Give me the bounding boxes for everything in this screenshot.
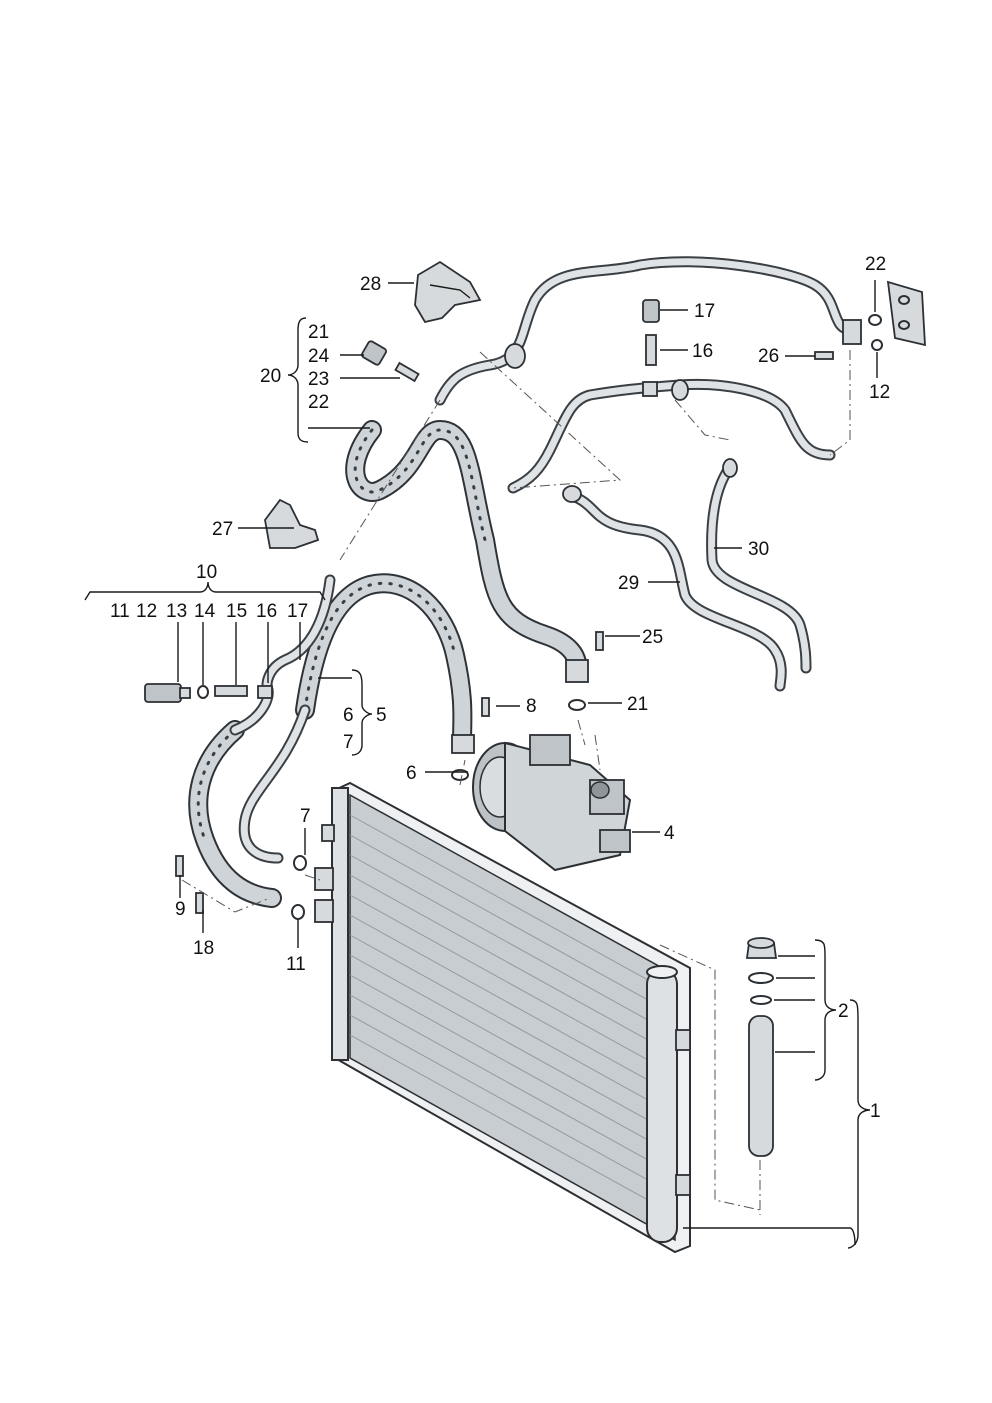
- label-14: 14: [194, 601, 216, 622]
- pressure-switch-13: [144, 683, 191, 703]
- bolt-25: [595, 631, 604, 651]
- bolt-18: [195, 892, 204, 914]
- high-pressure-hose: [345, 420, 589, 683]
- label-21b: 21: [627, 694, 648, 715]
- label-17b: 17: [694, 301, 715, 322]
- label-12a: 12: [136, 601, 157, 622]
- label-7a: 7: [343, 732, 354, 753]
- label-26: 26: [758, 346, 779, 367]
- part-number-labels: 1 2 4 5 6 7 6 7 8 9 10 11 12 13 14 15 16…: [110, 254, 890, 1122]
- label-7b: 7: [300, 806, 311, 827]
- label-22a: 22: [308, 392, 329, 413]
- label-23: 23: [308, 369, 329, 390]
- label-22b: 22: [865, 254, 886, 275]
- label-30: 30: [748, 539, 769, 560]
- pipe-29: [562, 485, 787, 692]
- valve-cap-17: [642, 299, 660, 323]
- label-16b: 16: [692, 341, 713, 362]
- label-2: 2: [838, 1001, 849, 1022]
- label-25: 25: [642, 627, 663, 648]
- bolt-26: [814, 351, 834, 360]
- seal-6: [451, 769, 469, 781]
- seal-21: [568, 699, 586, 711]
- label-24: 24: [308, 346, 330, 367]
- bracket-28: [414, 260, 482, 324]
- label-12b: 12: [869, 382, 890, 403]
- flange-22: [868, 280, 926, 351]
- bracket-27: [264, 498, 320, 549]
- valve-16: [645, 334, 657, 366]
- condenser: [314, 781, 691, 1254]
- label-27: 27: [212, 519, 233, 540]
- middle-pipe: [507, 378, 836, 494]
- valve-cap-24: [361, 340, 387, 366]
- seal-7: [293, 855, 307, 871]
- label-8: 8: [526, 696, 537, 717]
- upper-pipe: [434, 256, 862, 406]
- assembly-lines: [181, 350, 851, 1215]
- valve-15: [214, 685, 248, 697]
- label-28: 28: [360, 274, 381, 295]
- label-11a: 11: [110, 601, 130, 622]
- label-1: 1: [870, 1101, 881, 1122]
- label-6a: 6: [343, 705, 354, 726]
- seal-14: [197, 685, 209, 699]
- dryer-cartridge: [745, 937, 778, 1157]
- label-20: 20: [260, 366, 281, 387]
- seal-11: [291, 904, 305, 920]
- label-15a: 15: [226, 601, 247, 622]
- valve-16-small: [257, 685, 273, 699]
- label-6b: 6: [406, 763, 417, 784]
- label-16a: 16: [256, 601, 277, 622]
- bolt-8: [481, 697, 490, 717]
- pipe-30: [706, 458, 812, 674]
- label-5: 5: [376, 705, 387, 726]
- valve-23: [394, 361, 420, 383]
- suction-hose: [295, 573, 475, 754]
- label-11b: 11: [286, 954, 306, 975]
- label-21a: 21: [308, 322, 329, 343]
- label-29: 29: [618, 573, 639, 594]
- label-9: 9: [175, 899, 186, 920]
- label-4: 4: [664, 823, 675, 844]
- bolt-9: [175, 855, 184, 877]
- label-17a: 17: [287, 601, 308, 622]
- condenser-inlet-hose: [188, 684, 311, 908]
- label-13: 13: [166, 601, 187, 622]
- leader-lines: [84, 280, 878, 1249]
- label-10: 10: [196, 562, 217, 583]
- compressor: [472, 734, 632, 872]
- label-18: 18: [193, 938, 214, 959]
